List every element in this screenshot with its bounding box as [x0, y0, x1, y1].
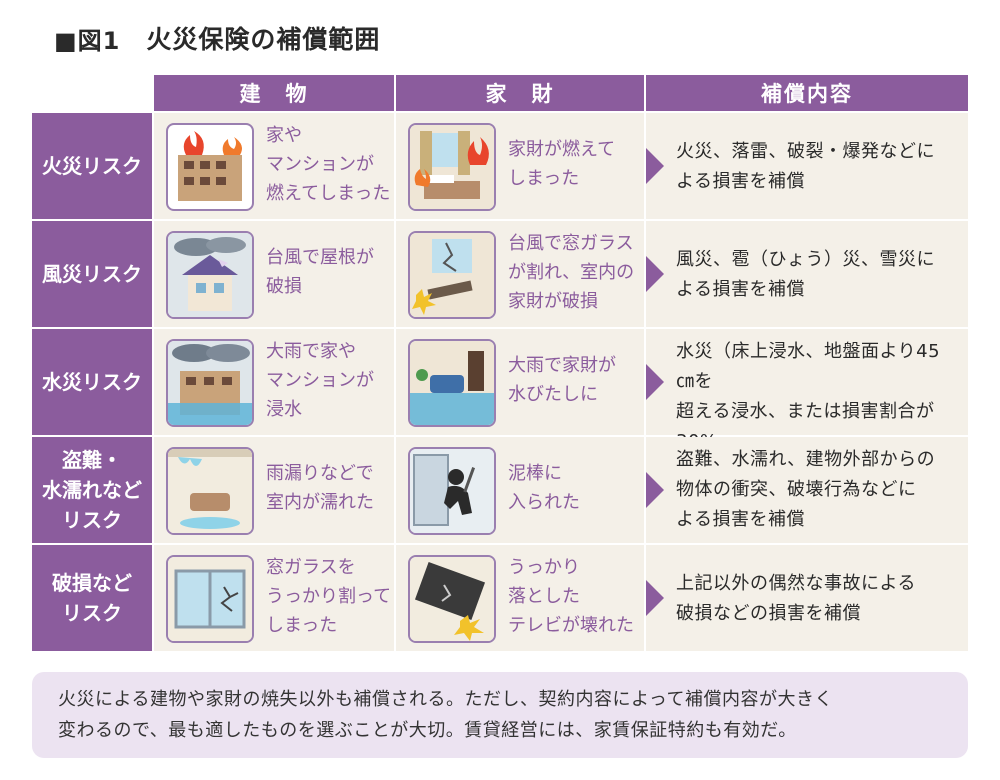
arrow-icon	[646, 148, 664, 184]
building-cell: 窓ガラスを うっかり割って しまった	[154, 545, 394, 651]
burning-building-icon	[166, 123, 254, 211]
table-row: 水災リスク 大雨で家や マンションが 浸水 大雨で家財が 水びたしに 水災（床上…	[32, 329, 968, 482]
figure-heading: 火災保険の補償範囲	[146, 25, 381, 54]
risk-label: 風災リスク	[32, 221, 152, 327]
risk-label: 火災リスク	[32, 113, 152, 219]
arrow-icon	[646, 472, 664, 508]
coverage-cell: 火災、落雷、破裂・爆発などに よる損害を補償	[646, 113, 968, 219]
header-building: 建 物	[154, 75, 394, 111]
coverage-description: 風災、雹（ひょう）災、雪災に よる損害を補償	[676, 249, 935, 300]
leaking-room-icon	[166, 447, 254, 535]
flooded-room-icon	[408, 339, 496, 427]
table-row: 破損など リスク 窓ガラスを うっかり割って しまった うっかり 落とした テレ…	[32, 545, 968, 651]
risk-label: 盗難・ 水濡れなど リスク	[32, 437, 152, 543]
cracked-window-icon	[166, 555, 254, 643]
storm-house-icon	[166, 231, 254, 319]
table-row: 風災リスク 台風で屋根が 破損 台風で窓ガラス が割れ、室内の 家財が破損 風災…	[32, 221, 968, 327]
building-cell: 家や マンションが 燃えてしまった	[154, 113, 394, 219]
household-description: 大雨で家財が 水びたしに	[508, 355, 616, 405]
building-description: 雨漏りなどで 室内が濡れた	[266, 463, 374, 513]
household-description: 台風で窓ガラス が割れ、室内の 家財が破損	[508, 233, 635, 312]
risk-label: 水災リスク	[32, 329, 152, 435]
table-row: 盗難・ 水濡れなど リスク 雨漏りなどで 室内が濡れた 泥棒に 入られた 盗難、…	[32, 437, 968, 543]
household-cell: 台風で窓ガラス が割れ、室内の 家財が破損	[396, 221, 644, 327]
flooded-building-icon	[166, 339, 254, 427]
building-description: 家や マンションが 燃えてしまった	[266, 125, 391, 204]
building-description: 窓ガラスを うっかり割って しまった	[266, 557, 392, 636]
arrow-icon	[646, 364, 664, 400]
household-cell: うっかり 落とした テレビが壊れた	[396, 545, 644, 651]
coverage-cell: 風災、雹（ひょう）災、雪災に よる損害を補償	[646, 221, 968, 327]
household-cell: 大雨で家財が 水びたしに	[396, 329, 644, 435]
coverage-description: 上記以外の偶然な事故による 破損などの損害を補償	[676, 573, 916, 624]
coverage-cell: 水災（床上浸水、地盤面より45㎝を 超える浸水、または損害割合が30% 以上の場…	[646, 329, 968, 482]
arrow-icon	[646, 256, 664, 292]
coverage-description: 盗難、水濡れ、建物外部からの 物体の衝突、破壊行為などに よる損害を補償	[676, 449, 936, 530]
figure-label: ■図1	[24, 20, 121, 56]
burglar-icon	[408, 447, 496, 535]
note-text: 火災による建物や家財の焼失以外も補償される。ただし、契約内容によって補償内容が大…	[58, 689, 834, 741]
header-household: 家 財	[396, 75, 644, 111]
arrow-icon	[646, 580, 664, 616]
broken-tv-icon	[408, 555, 496, 643]
coverage-cell: 上記以外の偶然な事故による 破損などの損害を補償	[646, 545, 968, 651]
building-description: 台風で屋根が 破損	[266, 247, 374, 297]
household-cell: 家財が燃えて しまった	[396, 113, 644, 219]
household-description: うっかり 落とした テレビが壊れた	[508, 557, 634, 636]
header-coverage: 補償内容	[646, 75, 968, 111]
building-description: 大雨で家や マンションが 浸水	[266, 341, 374, 420]
figure-title: ■図1 火災保険の補償範囲	[24, 18, 381, 58]
household-description: 家財が燃えて しまった	[508, 139, 616, 189]
burning-room-icon	[408, 123, 496, 211]
household-description: 泥棒に 入られた	[508, 463, 580, 513]
table-row: 火災リスク 家や マンションが 燃えてしまった 家財が燃えて しまった 火災、落…	[32, 113, 968, 219]
note-box: 火災による建物や家財の焼失以外も補償される。ただし、契約内容によって補償内容が大…	[32, 672, 968, 758]
building-cell: 台風で屋根が 破損	[154, 221, 394, 327]
coverage-description: 火災、落雷、破裂・爆発などに よる損害を補償	[676, 141, 935, 192]
risk-label: 破損など リスク	[32, 545, 152, 651]
coverage-cell: 盗難、水濡れ、建物外部からの 物体の衝突、破壊行為などに よる損害を補償	[646, 437, 968, 543]
building-cell: 大雨で家や マンションが 浸水	[154, 329, 394, 435]
broken-window-room-icon	[408, 231, 496, 319]
household-cell: 泥棒に 入られた	[396, 437, 644, 543]
building-cell: 雨漏りなどで 室内が濡れた	[154, 437, 394, 543]
